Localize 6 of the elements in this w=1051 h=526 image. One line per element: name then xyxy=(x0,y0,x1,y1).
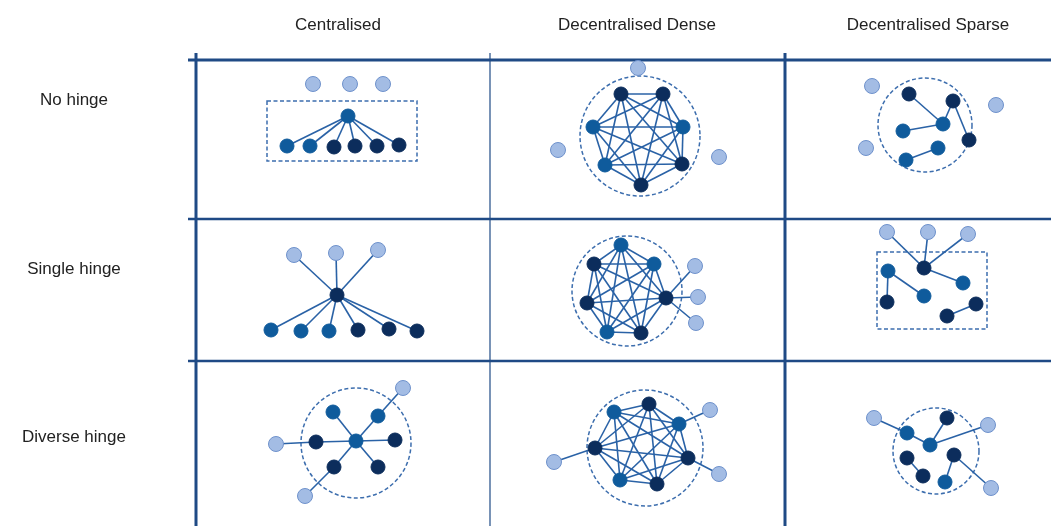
row-header: Single hinge xyxy=(27,259,121,279)
row-header: Diverse hinge xyxy=(22,427,126,447)
column-header: Decentralised Dense xyxy=(558,15,716,35)
row-header: No hinge xyxy=(39,90,109,110)
column-header: Centralised xyxy=(295,15,381,35)
column-header: Decentralised Sparse xyxy=(846,15,1010,35)
